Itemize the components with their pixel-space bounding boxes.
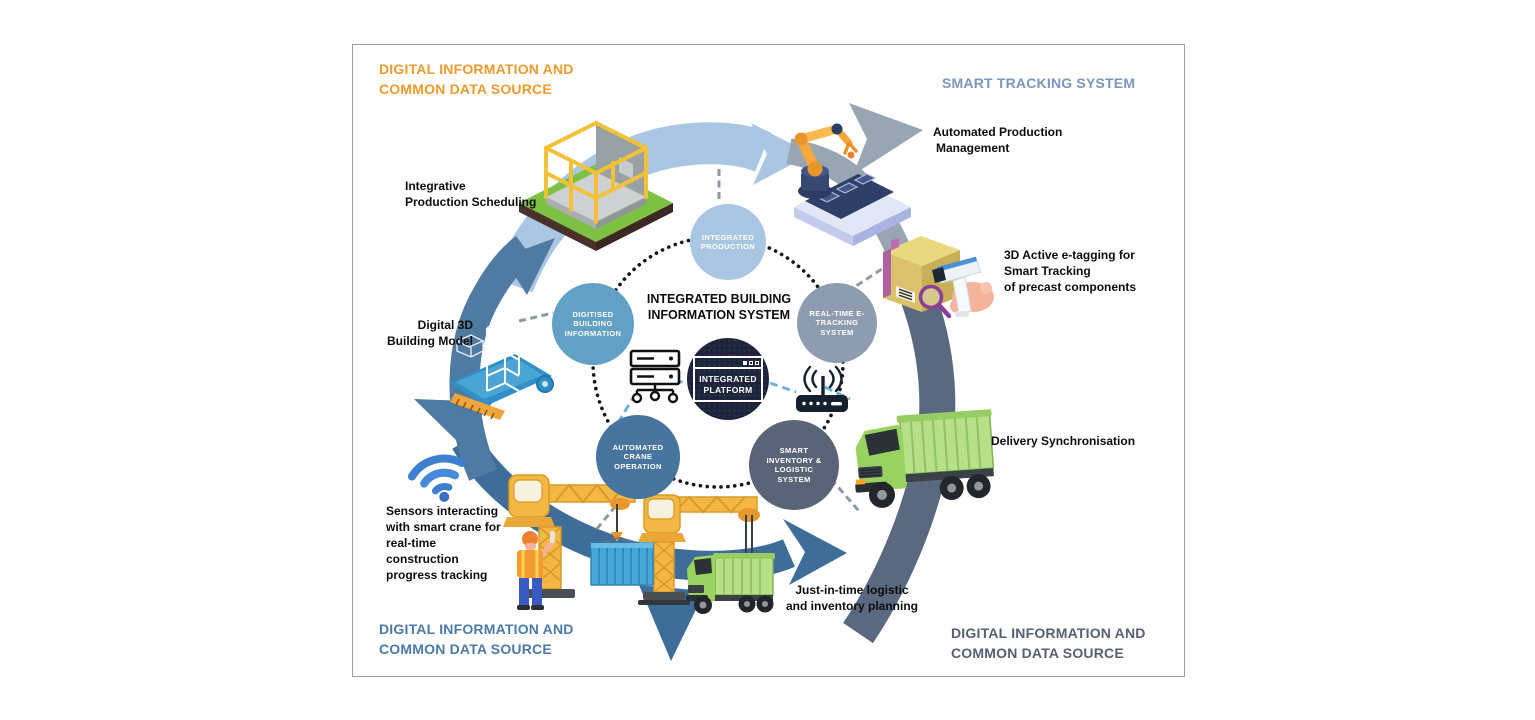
heading-bottom-left: DIGITAL INFORMATION AND COMMON DATA SOUR… [379,619,574,659]
label-line: Sensors interacting [386,504,499,518]
node-label-line: OPERATION [614,461,662,471]
node-real-time-e-tracking: REAL-TIME E- TRACKING SYSTEM [797,283,877,363]
center-title-line: INFORMATION SYSTEM [647,308,791,322]
node-label-line: INTEGRATED [699,373,757,384]
label-line: Automated Production [933,125,1063,139]
node-label-line: INTEGRATED [701,232,755,242]
wireless-router-icon [796,365,848,412]
label-line: Just-in-time logistic [795,583,909,597]
scanner-box-illustration [883,236,994,319]
label-line: Building Model [387,334,473,348]
label-delivery-synchronisation: Delivery Synchronisation [991,433,1135,449]
building-frame-illustration [519,120,673,251]
server-network-icon [629,349,681,404]
wireframe-building [486,318,520,392]
heading-line: COMMON DATA SOURCE [951,645,1124,661]
node-label-line: PLATFORM [703,384,753,395]
wifi-icon [407,454,467,502]
center-title: INTEGRATED BUILDING INFORMATION SYSTEM [635,291,803,323]
node-automated-crane-operation: AUTOMATED CRANE OPERATION [596,415,680,499]
arrow-right [843,282,956,644]
arrow-left-head [503,238,555,295]
label-line: Management [936,141,1010,155]
node-smart-inventory-logistic: SMART INVENTORY & LOGISTIC SYSTEM [749,420,839,510]
label-line: and inventory planning [785,599,918,613]
gray-dashed-connectors [518,169,904,531]
wire-cube [455,334,485,358]
label-just-in-time-logistic: Just-in-time logistic and inventory plan… [752,582,952,614]
crane-truck-illustration [638,494,775,614]
crane-worker-illustration [503,474,654,610]
heading-line: DIGITAL INFORMATION AND [379,61,574,77]
label-line: Smart Tracking [1004,264,1091,278]
node-label-line: SMART [779,446,809,455]
label-line: construction [386,552,459,566]
label-3d-active-e-tagging: 3D Active e-tagging for Smart Tracking o… [1004,247,1136,295]
node-label-line: INFORMATION [564,328,622,338]
label-line: Integrative [405,179,466,193]
heading-top-left: DIGITAL INFORMATION AND COMMON DATA SOUR… [379,59,574,99]
label-line: progress tracking [386,568,488,582]
node-label-line: INVENTORY & [766,455,822,465]
diagram-frame: INTEGRATED PRODUCTION REAL-TIME E- TRACK… [352,44,1185,677]
node-label-line: PRODUCTION [700,242,756,251]
label-line: Digital 3D [417,318,473,332]
browser-minimize-icon [743,360,747,365]
label-line: with smart crane for [386,520,501,534]
label-digital-3d-building-model: Digital 3D Building Model [361,317,473,349]
heading-line: SMART TRACKING SYSTEM [942,75,1136,91]
label-line: 3D Active e-tagging for [1004,248,1135,262]
node-label-line: SYSTEM [777,474,811,484]
label-sensors-smart-crane: Sensors interacting with smart crane for… [386,503,501,583]
heading-top-right: SMART TRACKING SYSTEM [942,73,1135,93]
heading-line: COMMON DATA SOURCE [379,641,552,657]
node-label-line: LOGISTIC [774,465,814,474]
label-integrative-production-scheduling: Integrative Production Scheduling [405,178,536,210]
node-integrated-platform: INTEGRATED PLATFORM [687,338,769,420]
blueprint-model-illustration [449,318,554,420]
arrow-top-left-head [751,123,811,185]
label-line: of precast components [1004,280,1137,294]
platform-label: INTEGRATED PLATFORM [695,369,761,400]
node-label-line: CRANE [623,452,653,462]
heading-line: DIGITAL INFORMATION AND [379,621,574,637]
heading-bottom-right: DIGITAL INFORMATION AND COMMON DATA SOUR… [951,623,1146,663]
node-label-line: TRACKING [815,318,859,328]
browser-maximize-icon [749,360,753,365]
node-label-line: DIGITISED [572,309,614,319]
node-integrated-production: INTEGRATED PRODUCTION [690,204,766,280]
node-label-line: REAL-TIME E- [809,308,865,318]
browser-title-bar [695,358,761,369]
node-label-line: SYSTEM [820,327,854,337]
arrow-top-left [493,122,771,293]
label-line: Delivery Synchronisation [991,434,1136,448]
arrow-bottom-head [783,519,847,585]
node-label-line: AUTOMATED [612,442,664,452]
label-automated-production-management: Automated Production Management [933,124,1062,156]
robot-arm-illustration [794,123,911,246]
node-label-line: BUILDING [573,319,613,329]
center-title-line: INTEGRATED BUILDING [646,292,792,306]
arrow-top-right-head [849,103,923,175]
node-digitised-building-information: DIGITISED BUILDING INFORMATION [552,283,634,365]
label-line: real-time [386,536,437,550]
heading-line: COMMON DATA SOURCE [379,81,552,97]
delivery-truck-illustration [855,409,995,508]
label-line: Production Scheduling [405,195,537,209]
browser-window-icon: INTEGRATED PLATFORM [693,356,763,402]
browser-close-icon [755,360,759,365]
heading-line: DIGITAL INFORMATION AND [951,625,1146,641]
